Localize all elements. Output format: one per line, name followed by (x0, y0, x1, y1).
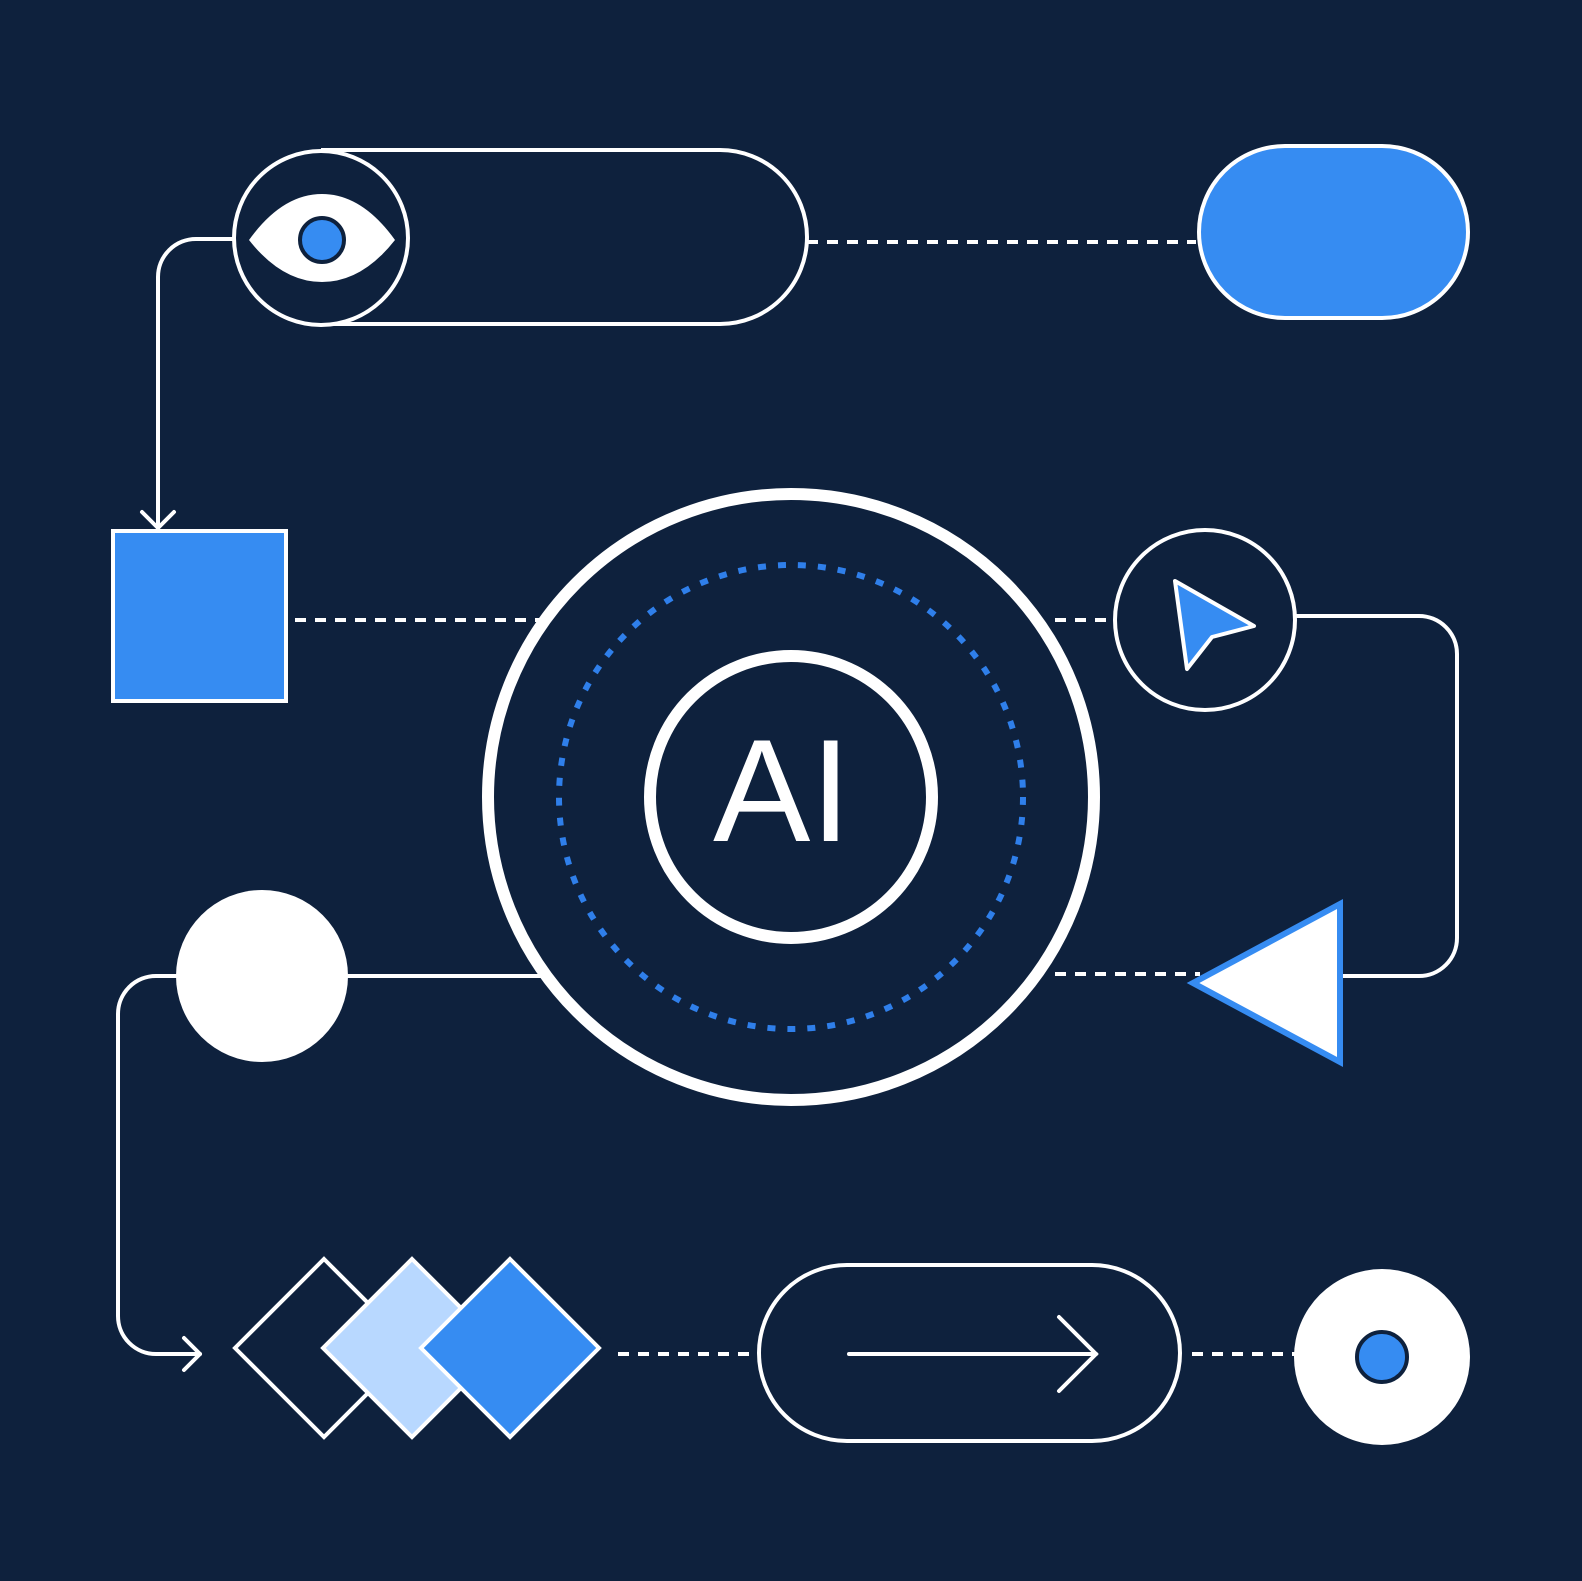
arrow-head-into-diamonds (182, 1336, 202, 1372)
dashed-connectors (295, 240, 1296, 1356)
diamond-stack-icon (232, 1256, 602, 1440)
ai-inner-ring (644, 650, 938, 944)
target-inner-dot (1355, 1330, 1409, 1384)
cursor-node (1113, 528, 1297, 712)
diamond-blue (418, 1256, 602, 1440)
eye-icon (249, 194, 395, 282)
arrow-head-into-square (140, 510, 176, 530)
arrow-right-icon (847, 1315, 1099, 1393)
white-circle-node (176, 890, 348, 1062)
eye-pill-outline (321, 148, 809, 326)
blue-pill-node (1197, 144, 1470, 320)
solid-connectors (116, 237, 1459, 1372)
target-node (1294, 1269, 1470, 1445)
ai-outer-ring (482, 488, 1100, 1106)
blue-square-node (111, 529, 288, 703)
connector-cursor-to-triangle (1292, 614, 1459, 978)
ai-core-node: AI (482, 488, 1100, 1106)
ai-dotted-ring (556, 562, 1026, 1032)
triangle-play-icon (1186, 898, 1343, 1068)
connector-white-circle-to-diamonds (116, 974, 202, 1356)
connector-eye-to-square (156, 237, 235, 530)
cursor-pointer-icon (1173, 579, 1256, 671)
arrow-pill-node (757, 1263, 1182, 1443)
eye-pill-node (232, 148, 809, 327)
ai-label: AI (713, 709, 851, 872)
arrow-pill-outline (757, 1263, 1182, 1443)
